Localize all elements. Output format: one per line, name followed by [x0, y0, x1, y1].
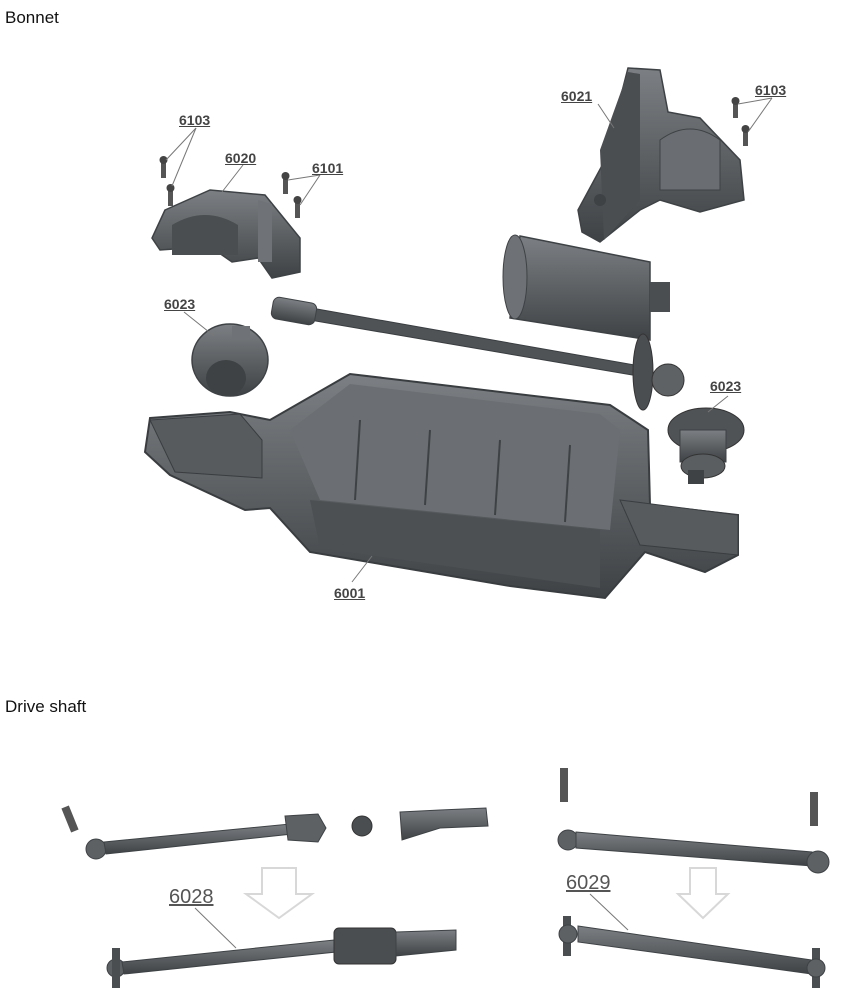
screws-6103-left: [159, 156, 175, 206]
part-label-6103-right: 6103: [755, 82, 787, 98]
part-label-6029: 6029: [566, 872, 611, 894]
leader-lines-bonnet: [165, 97, 773, 583]
chassis-6001: [143, 372, 739, 600]
differential-6023-right: [667, 407, 745, 484]
part-label-6103-left: 6103: [179, 112, 211, 128]
part-label-6028: 6028: [169, 886, 214, 908]
gear-cover-6021: [577, 67, 745, 243]
drive-shaft-6029-exploded: [557, 768, 830, 874]
leader-lines-drive-shaft: [194, 893, 629, 949]
drive-shaft-6028-assembled: [106, 927, 457, 988]
drive-shaft-6029-assembled: [558, 916, 826, 988]
part-label-6023-right: 6023: [710, 378, 742, 394]
part-label-6021: 6021: [561, 88, 593, 104]
main-drive-shaft: [270, 296, 685, 411]
motor: [502, 234, 670, 341]
differential-6023-left: [191, 323, 269, 397]
bonnet-section-title: Bonnet: [5, 8, 59, 27]
screws-6103-right: [731, 97, 750, 146]
screws-6101: [281, 172, 302, 218]
part-label-6023-left: 6023: [164, 296, 196, 312]
part-label-6020: 6020: [225, 150, 257, 166]
drive-shaft-6028-exploded: [61, 805, 489, 860]
down-arrow-right: [675, 867, 731, 920]
drive-shaft-section-title: Drive shaft: [5, 697, 87, 716]
down-arrow-left: [242, 867, 316, 920]
part-label-6101: 6101: [312, 160, 344, 176]
part-label-6001: 6001: [334, 585, 366, 601]
gear-box-6020: [151, 189, 301, 279]
